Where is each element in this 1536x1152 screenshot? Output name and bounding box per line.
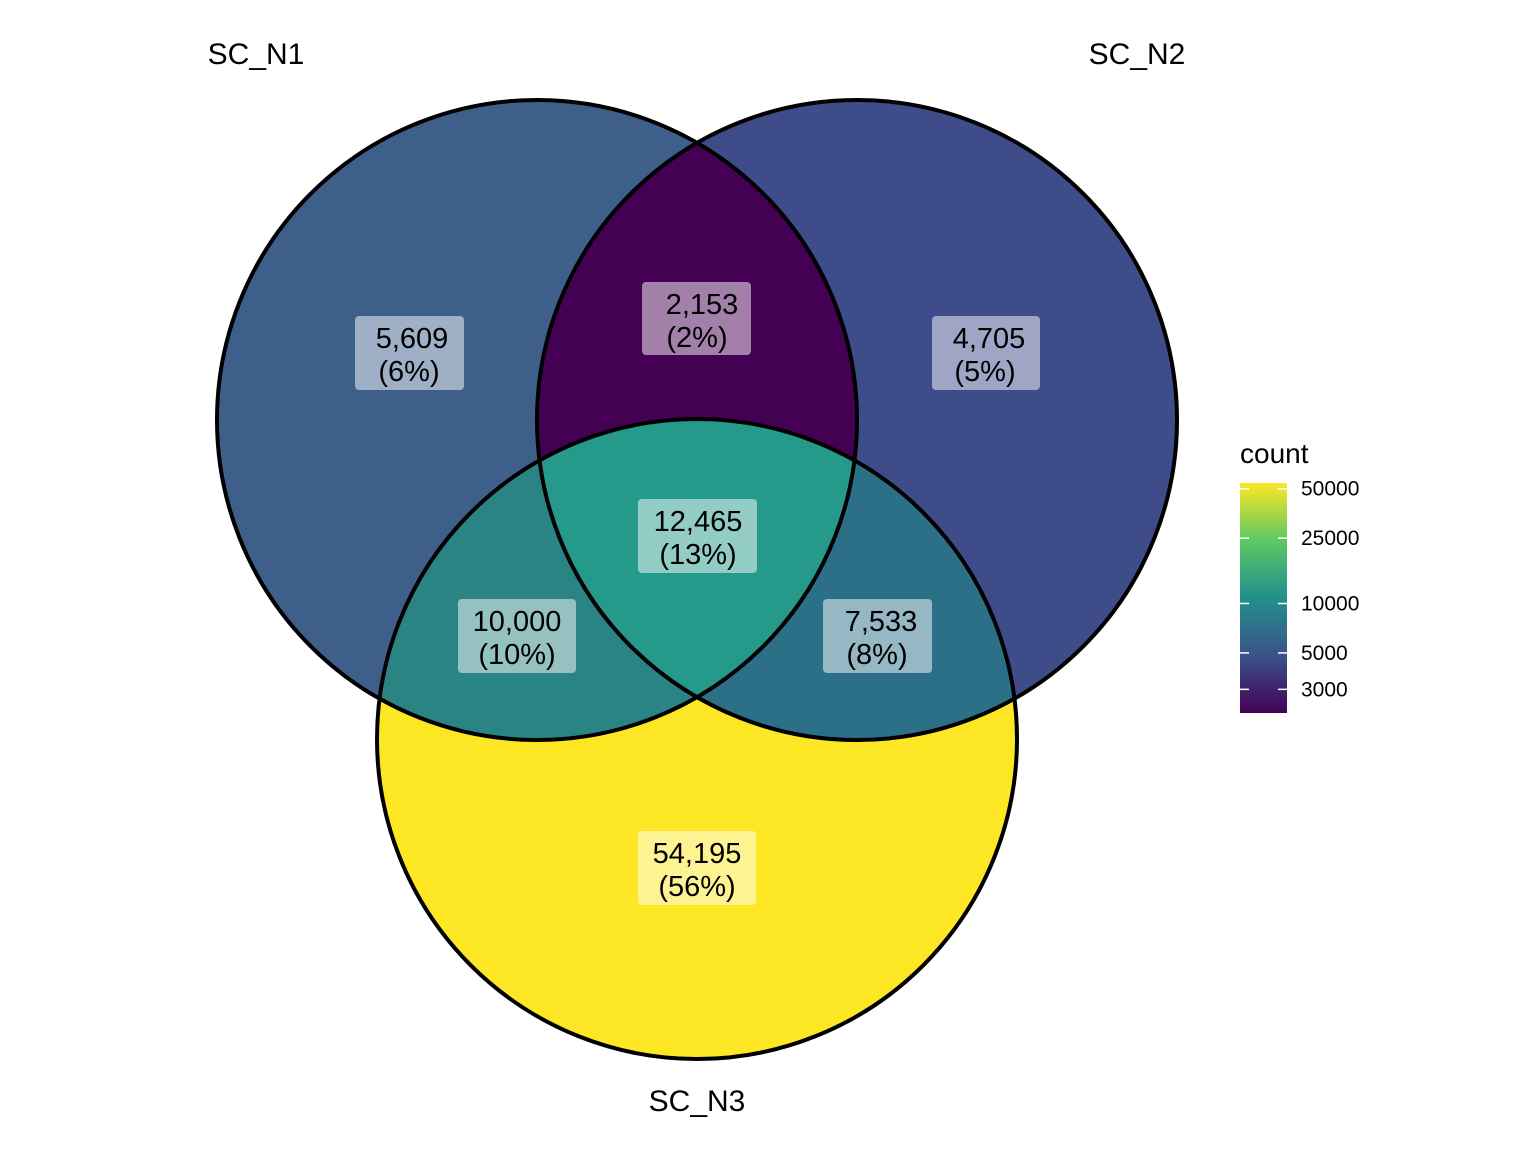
circle-outlines xyxy=(215,98,1179,1061)
set-b-outline xyxy=(535,98,1179,742)
set-c-outline xyxy=(375,417,1019,1061)
set-label-sc-n3: SC_N3 xyxy=(649,1085,746,1118)
count-labels: 5,609 (6%) 4,705 (5%) 2,153 (2%) 12,465 … xyxy=(355,282,1040,905)
legend-tick-label: 50000 xyxy=(1301,478,1359,501)
count-percent: (6%) xyxy=(378,356,439,388)
region-fills xyxy=(217,100,1177,1059)
count-value: 12,465 xyxy=(654,506,743,538)
legend-tick-label: 10000 xyxy=(1301,593,1359,616)
count-percent: (5%) xyxy=(954,356,1015,388)
count-box xyxy=(638,499,757,573)
set-label-sc-n1: SC_N1 xyxy=(208,38,305,71)
count-label-ab: 2,153 (2%) xyxy=(642,282,751,355)
count-value: 54,195 xyxy=(653,838,742,870)
count-value: 5,609 xyxy=(376,323,449,355)
count-box xyxy=(458,599,576,673)
count-value: 10,000 xyxy=(473,606,562,638)
count-percent: (13%) xyxy=(659,539,736,571)
count-label-b-only: 4,705 (5%) xyxy=(932,316,1040,390)
legend-title: count xyxy=(1240,438,1309,469)
count-label-c-only: 54,195 (56%) xyxy=(638,831,756,905)
count-box xyxy=(642,282,751,355)
count-box xyxy=(932,316,1040,390)
set-a-outline xyxy=(215,98,859,742)
count-label-ac: 10,000 (10%) xyxy=(458,599,576,673)
legend: count 50000 25000 10000 5000 3000 xyxy=(1240,438,1359,713)
count-box xyxy=(823,599,932,673)
count-percent: (2%) xyxy=(666,322,727,354)
count-percent: (56%) xyxy=(658,871,735,903)
count-value: 2,153 xyxy=(666,289,739,321)
set-label-sc-n2: SC_N2 xyxy=(1089,38,1186,71)
count-box xyxy=(355,316,464,390)
count-value: 7,533 xyxy=(845,606,918,638)
count-percent: (8%) xyxy=(846,639,907,671)
legend-tick-label: 5000 xyxy=(1301,642,1348,665)
count-label-a-only: 5,609 (6%) xyxy=(355,316,464,390)
count-value: 4,705 xyxy=(953,323,1026,355)
legend-tick-label: 25000 xyxy=(1301,527,1359,550)
legend-ticks: 50000 25000 10000 5000 3000 xyxy=(1240,478,1359,701)
count-label-bc: 7,533 (8%) xyxy=(823,599,932,673)
count-percent: (10%) xyxy=(478,639,555,671)
legend-tick-label: 3000 xyxy=(1301,678,1348,701)
count-label-abc: 12,465 (13%) xyxy=(638,499,757,573)
count-box xyxy=(638,831,756,905)
legend-colorbar xyxy=(1240,483,1287,713)
